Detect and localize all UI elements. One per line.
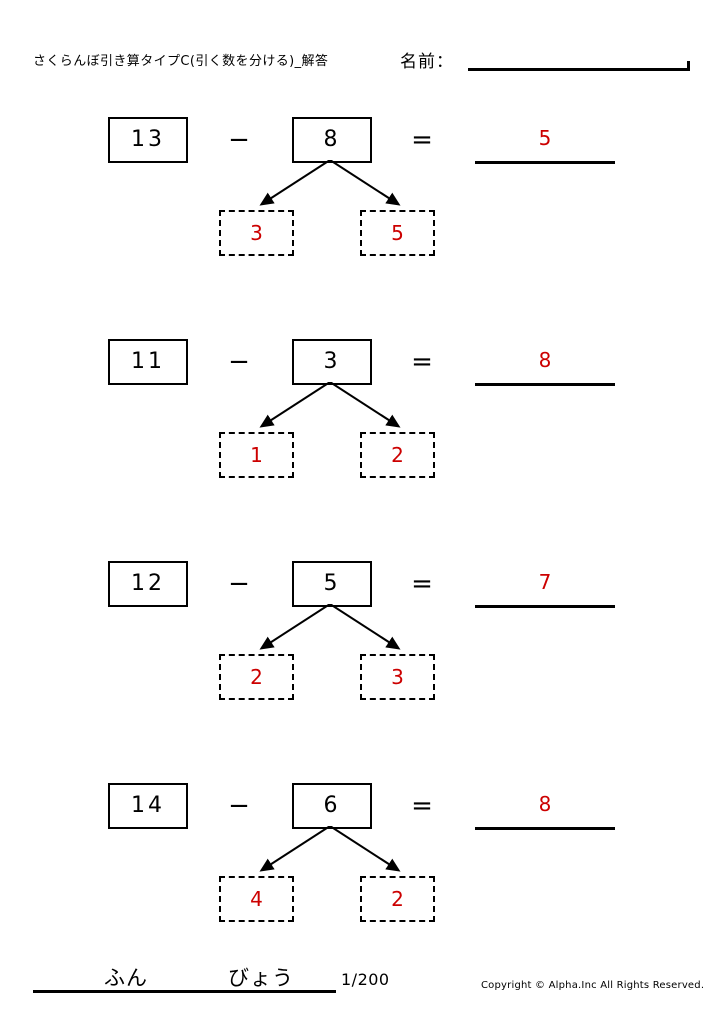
answer-value: 5 <box>538 126 552 150</box>
page-title: さくらんぼ引き算タイプC(引く数を分ける)_解答 <box>33 54 329 69</box>
decomposition-part-left: 4 <box>219 876 294 922</box>
answer-area: 8 <box>475 339 615 387</box>
minuend-box: 13 <box>108 117 188 163</box>
answer-write-line[interactable] <box>475 383 615 386</box>
problem-row: 13 − 8 = 5 3 5 <box>0 0 724 256</box>
equals-operator: = <box>411 569 433 599</box>
cherry-branch-arrows <box>259 382 401 428</box>
decomposition-part-right: 2 <box>360 876 435 922</box>
minus-operator: − <box>228 569 250 599</box>
answer-write-line[interactable] <box>475 605 615 608</box>
decomposition-part-left: 3 <box>219 210 294 256</box>
subtrahend-box: 6 <box>292 783 372 829</box>
copyright-notice: Copyright © Alpha.Inc All Rights Reserve… <box>481 980 705 991</box>
decomposition-part-right: 2 <box>360 432 435 478</box>
answer-write-line[interactable] <box>475 161 615 164</box>
equals-operator: = <box>411 347 433 377</box>
minus-operator: − <box>228 791 250 821</box>
seconds-label: びょう <box>228 966 294 990</box>
cherry-branch-arrows <box>259 826 401 872</box>
problem-row: 12 − 5 = 7 2 3 <box>0 444 724 700</box>
answer-value: 8 <box>538 792 552 816</box>
minuend-box: 14 <box>108 783 188 829</box>
equals-operator: = <box>411 791 433 821</box>
name-line-end-tick <box>687 61 690 69</box>
page-number: 1/200 <box>341 970 390 989</box>
problem-row: 14 − 6 = 8 4 2 <box>0 666 724 922</box>
cherry-branch-arrows <box>259 160 401 206</box>
subtrahend-box: 5 <box>292 561 372 607</box>
minus-operator: − <box>228 125 250 155</box>
minutes-label: ふん <box>104 966 148 990</box>
minuend-box: 12 <box>108 561 188 607</box>
answer-value: 7 <box>538 570 552 594</box>
minus-operator: − <box>228 347 250 377</box>
answer-area: 8 <box>475 783 615 831</box>
answer-value: 8 <box>538 348 552 372</box>
subtrahend-box: 8 <box>292 117 372 163</box>
time-write-line[interactable] <box>33 990 336 993</box>
decomposition-part-right: 3 <box>360 654 435 700</box>
name-field-area: 名前： <box>400 44 690 78</box>
name-label: 名前： <box>400 52 454 72</box>
decomposition-part-left: 2 <box>219 654 294 700</box>
minuend-box: 11 <box>108 339 188 385</box>
answer-area: 5 <box>475 117 615 165</box>
decomposition-part-right: 5 <box>360 210 435 256</box>
name-write-line[interactable] <box>468 68 690 71</box>
cherry-branch-arrows <box>259 604 401 650</box>
equals-operator: = <box>411 125 433 155</box>
answer-area: 7 <box>475 561 615 609</box>
subtrahend-box: 3 <box>292 339 372 385</box>
answer-write-line[interactable] <box>475 827 615 830</box>
problem-row: 11 − 3 = 8 1 2 <box>0 222 724 478</box>
decomposition-part-left: 1 <box>219 432 294 478</box>
